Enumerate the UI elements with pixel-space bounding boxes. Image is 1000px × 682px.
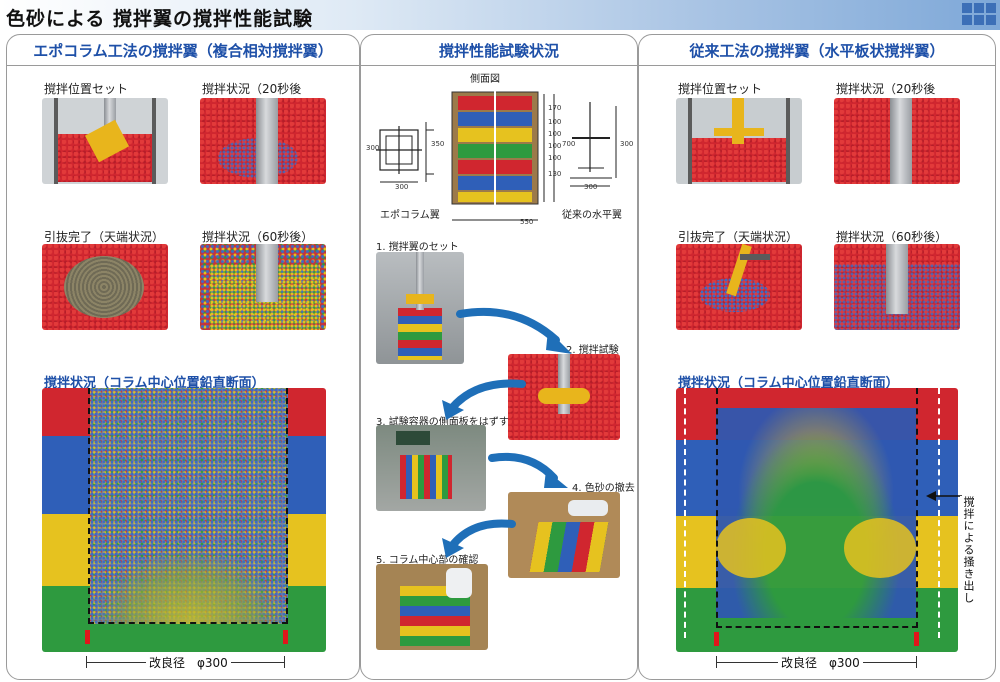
dim-700: 700 bbox=[562, 140, 576, 148]
step2-label: 2. 撹拌試験 bbox=[566, 345, 619, 356]
step3-label: 3. 試験容器の側面板をはずす bbox=[376, 417, 509, 428]
right-dimension-label: 改良径 φ300 bbox=[778, 654, 863, 671]
left-section-photo bbox=[42, 388, 326, 652]
step4-label: 4. 色砂の撤去 bbox=[572, 483, 635, 494]
left-photo1-caption: 撹拌位置セット bbox=[44, 82, 129, 96]
left-section-caption: 撹拌状況（コラム中心位置鉛直断面） bbox=[44, 376, 265, 391]
page-title: 色砂による 撹拌翼の撹拌性能試験 bbox=[6, 8, 314, 30]
right-photo-setup bbox=[676, 98, 802, 184]
left-dimension-label: 改良径 φ300 bbox=[146, 654, 231, 671]
dim-100-c: 100 bbox=[548, 142, 562, 150]
scrape-out-arrow bbox=[926, 491, 962, 501]
right-panel-heading: 従来工法の撹拌翼（水平板状撹拌翼） bbox=[639, 35, 995, 66]
right-photo3-caption: 引抜完了（天端状況） bbox=[678, 230, 799, 244]
dim-300-b: 300 bbox=[395, 183, 409, 191]
step4-to-step5-arrow bbox=[442, 519, 516, 558]
right-section-photo bbox=[676, 388, 958, 652]
step5-photo bbox=[376, 564, 488, 650]
diagram-label-conventional-blade: 従来の水平翼 bbox=[562, 210, 622, 221]
title-decoration bbox=[962, 3, 996, 25]
title-bar: 色砂による 撹拌翼の撹拌性能試験 bbox=[0, 0, 1000, 30]
step2-photo bbox=[508, 354, 620, 440]
step1-to-step2-arrow bbox=[456, 307, 572, 354]
step2-to-step3-arrow bbox=[442, 379, 526, 420]
diagram-label-epo-blade: エポコラム翼 bbox=[380, 210, 440, 221]
step3-photo bbox=[376, 425, 486, 511]
left-photo-60s bbox=[200, 244, 326, 330]
right-photo-20s bbox=[834, 98, 960, 184]
right-photo4-caption: 撹拌状況（60秒後） bbox=[836, 230, 948, 244]
dim-100-a: 100 bbox=[548, 118, 562, 126]
left-photo3-caption: 引抜完了（天端状況） bbox=[44, 230, 165, 244]
step4-photo bbox=[508, 492, 620, 578]
dim-100-d: 100 bbox=[548, 154, 562, 162]
dim-130: 130 bbox=[548, 170, 562, 178]
diagram-side-view-label: 側面図 bbox=[470, 74, 500, 85]
right-photo-pulled bbox=[676, 244, 802, 330]
scrape-out-note: 撹拌による掻き出し bbox=[960, 496, 976, 636]
right-photo2-caption: 撹拌状況（20秒後 bbox=[836, 82, 936, 96]
dim-300-d: 300 bbox=[584, 183, 598, 191]
dim-300-a: 300 bbox=[366, 144, 380, 152]
right-photo1-caption: 撹拌位置セット bbox=[678, 82, 763, 96]
dim-300-c: 300 bbox=[620, 140, 634, 148]
left-photo-pulled bbox=[42, 244, 168, 330]
test-apparatus-diagram bbox=[366, 82, 630, 230]
dim-170: 170 bbox=[548, 104, 562, 112]
left-photo-setup bbox=[42, 98, 168, 184]
left-photo-20s bbox=[200, 98, 326, 184]
step1-label: 1. 撹拌翼のセット bbox=[376, 242, 459, 253]
step5-label: 5. コラム中心部の確認 bbox=[376, 555, 479, 566]
center-panel-heading: 撹拌性能試験状況 bbox=[361, 35, 637, 66]
dim-350: 350 bbox=[431, 140, 445, 148]
step3-to-step4-arrow bbox=[488, 452, 568, 488]
dim-100-b: 100 bbox=[548, 130, 562, 138]
dim-550: 550 bbox=[520, 218, 534, 226]
left-panel-heading: エポコラム工法の撹拌翼（複合相対撹拌翼） bbox=[7, 35, 359, 66]
left-photo2-caption: 撹拌状況（20秒後 bbox=[202, 82, 302, 96]
left-photo4-caption: 撹拌状況（60秒後） bbox=[202, 230, 314, 244]
step1-photo bbox=[376, 252, 464, 364]
right-photo-60s bbox=[834, 244, 960, 330]
right-section-caption: 撹拌状況（コラム中心位置鉛直断面） bbox=[678, 376, 899, 391]
